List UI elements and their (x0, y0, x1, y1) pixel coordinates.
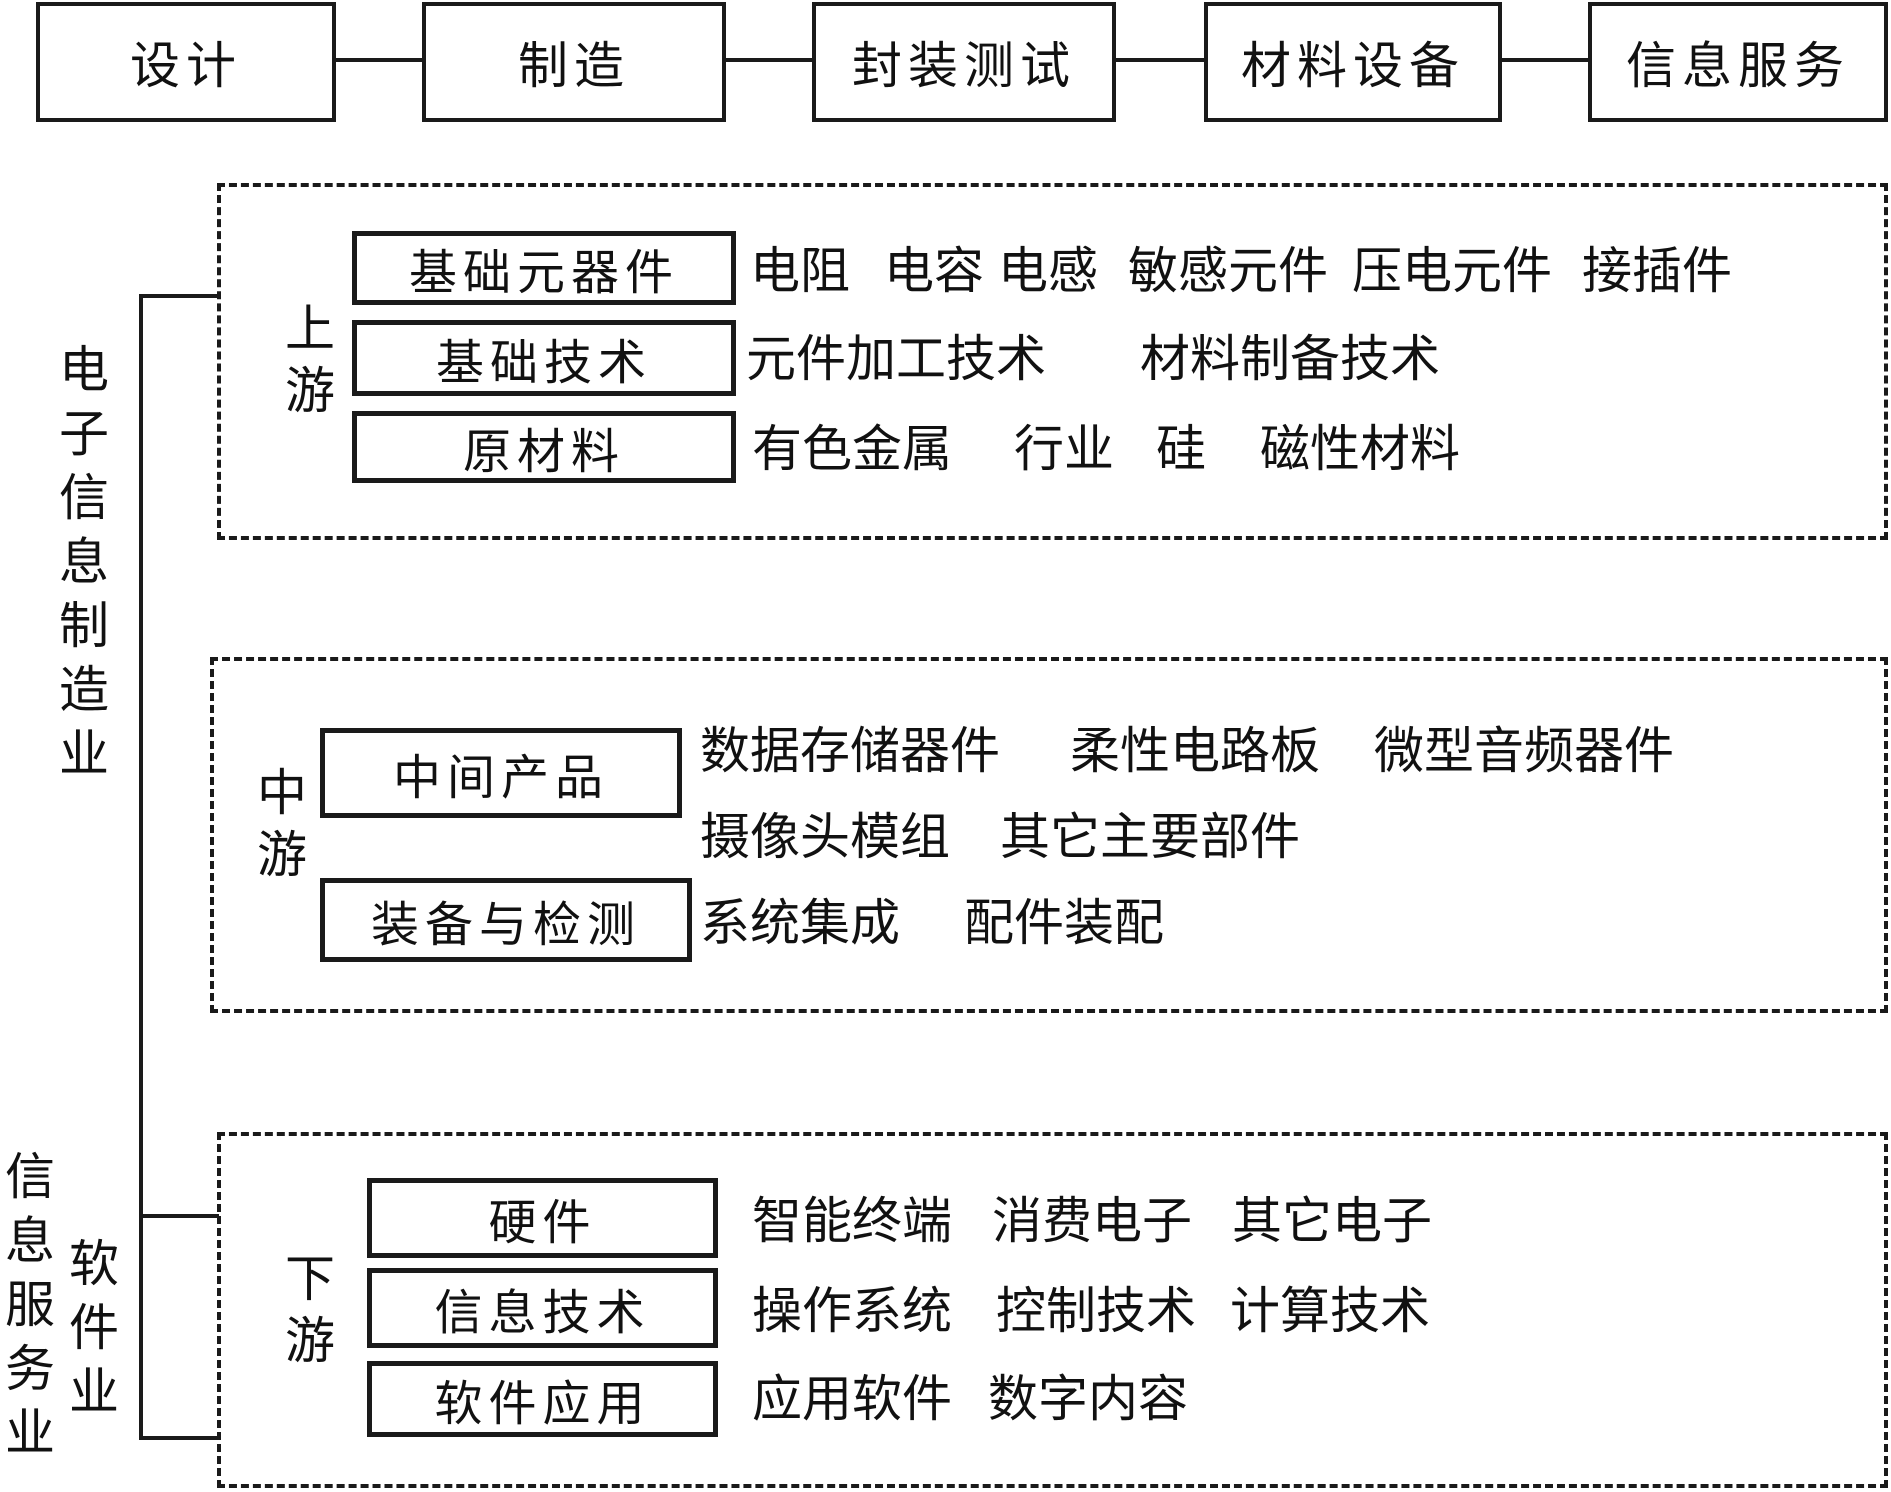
item: 消费电子 (992, 1192, 1192, 1250)
chain-box-materials-equipment: 材料设备 (1204, 2, 1502, 122)
chain-box-packaging-testing: 封装测试 (812, 2, 1116, 122)
item: 电容 (884, 242, 984, 300)
items-intermediate-products-line1: 数据存储器件柔性电路板微型音频器件 (700, 726, 1714, 776)
midstream-label: 中游 (257, 764, 307, 884)
downstream-label: 下游 (285, 1250, 335, 1370)
label-info-service-industry: 信息服务业 (5, 1148, 55, 1462)
label-electronic-info-manufacturing: 电子信息制造业 (59, 341, 109, 783)
item: 应用软件 (752, 1370, 952, 1428)
item: 配件装配 (964, 894, 1164, 952)
chain-connector (334, 58, 424, 62)
category-basic-technology: 基础技术 (352, 320, 736, 396)
bracket-bottom (139, 1436, 219, 1440)
category-software-applications: 软件应用 (367, 1361, 718, 1437)
chain-label: 信息服务 (1626, 37, 1850, 95)
item: 电阻 (750, 242, 850, 300)
item: 摄像头模组 (700, 808, 950, 866)
category-label: 装备与检测 (370, 897, 641, 953)
chain-connector (724, 58, 814, 62)
upstream-label: 上游 (285, 300, 335, 420)
items-software-applications: 应用软件数字内容 (752, 1374, 1228, 1424)
category-label: 软件应用 (434, 1376, 651, 1432)
items-basic-technology: 元件加工技术材料制备技术 (746, 334, 1480, 384)
item: 行业 (1014, 420, 1114, 478)
item: 智能终端 (752, 1192, 952, 1250)
category-hardware: 硬件 (367, 1178, 718, 1258)
category-label: 中间产品 (392, 750, 609, 806)
chain-connector (1500, 58, 1590, 62)
chain-box-info-services: 信息服务 (1588, 2, 1888, 122)
chain-label: 封装测试 (852, 37, 1076, 95)
category-intermediate-products: 中间产品 (320, 728, 682, 818)
item: 微型音频器件 (1374, 722, 1674, 780)
category-raw-materials: 原材料 (352, 411, 736, 483)
category-basic-components: 基础元器件 (352, 231, 736, 305)
item: 系统集成 (700, 894, 900, 952)
chain-label: 设计 (130, 37, 242, 95)
category-equipment-testing: 装备与检测 (320, 878, 692, 962)
item: 数字内容 (988, 1370, 1188, 1428)
item: 柔性电路板 (1070, 722, 1320, 780)
label-software-industry: 软件业 (69, 1235, 119, 1421)
item: 硅 (1156, 420, 1206, 478)
category-label: 信息技术 (434, 1285, 651, 1341)
category-label: 基础技术 (435, 335, 652, 391)
category-label: 硬件 (488, 1195, 597, 1251)
item: 其它主要部件 (1000, 808, 1300, 866)
items-basic-components: 电阻电容电感敏感元件压电元件接插件 (750, 246, 1772, 296)
bracket-vertical (139, 294, 143, 1440)
group-downstream (217, 1132, 1888, 1488)
item: 敏感元件 (1128, 242, 1328, 300)
item: 控制技术 (996, 1282, 1196, 1340)
chain-connector (1114, 58, 1206, 62)
item: 压电元件 (1352, 242, 1552, 300)
items-information-technology: 操作系统控制技术计算技术 (752, 1286, 1470, 1336)
chain-box-manufacturing: 制造 (422, 2, 726, 122)
chain-box-design: 设计 (36, 2, 336, 122)
bracket-to-upstream (139, 294, 219, 298)
group-midstream (210, 657, 1888, 1013)
item: 材料制备技术 (1140, 330, 1440, 388)
item: 操作系统 (752, 1282, 952, 1340)
bracket-to-downstream (139, 1214, 219, 1218)
item: 有色金属 (752, 420, 952, 478)
item: 元件加工技术 (746, 330, 1046, 388)
item: 磁性材料 (1260, 420, 1460, 478)
item: 接插件 (1582, 242, 1732, 300)
items-intermediate-products-line2: 摄像头模组其它主要部件 (700, 812, 1340, 862)
item: 数据存储器件 (700, 722, 1000, 780)
item: 电感 (998, 242, 1098, 300)
category-label: 原材料 (462, 424, 625, 480)
item: 其它电子 (1232, 1192, 1432, 1250)
items-hardware: 智能终端消费电子其它电子 (752, 1196, 1472, 1246)
items-raw-materials: 有色金属行业硅磁性材料 (752, 424, 1500, 474)
chain-label: 制造 (518, 37, 630, 95)
chain-label: 材料设备 (1241, 37, 1465, 95)
item: 计算技术 (1230, 1282, 1430, 1340)
items-equipment-testing: 系统集成配件装配 (700, 898, 1204, 948)
group-upstream (217, 183, 1888, 540)
category-label: 基础元器件 (408, 245, 679, 301)
category-information-technology: 信息技术 (367, 1268, 718, 1348)
